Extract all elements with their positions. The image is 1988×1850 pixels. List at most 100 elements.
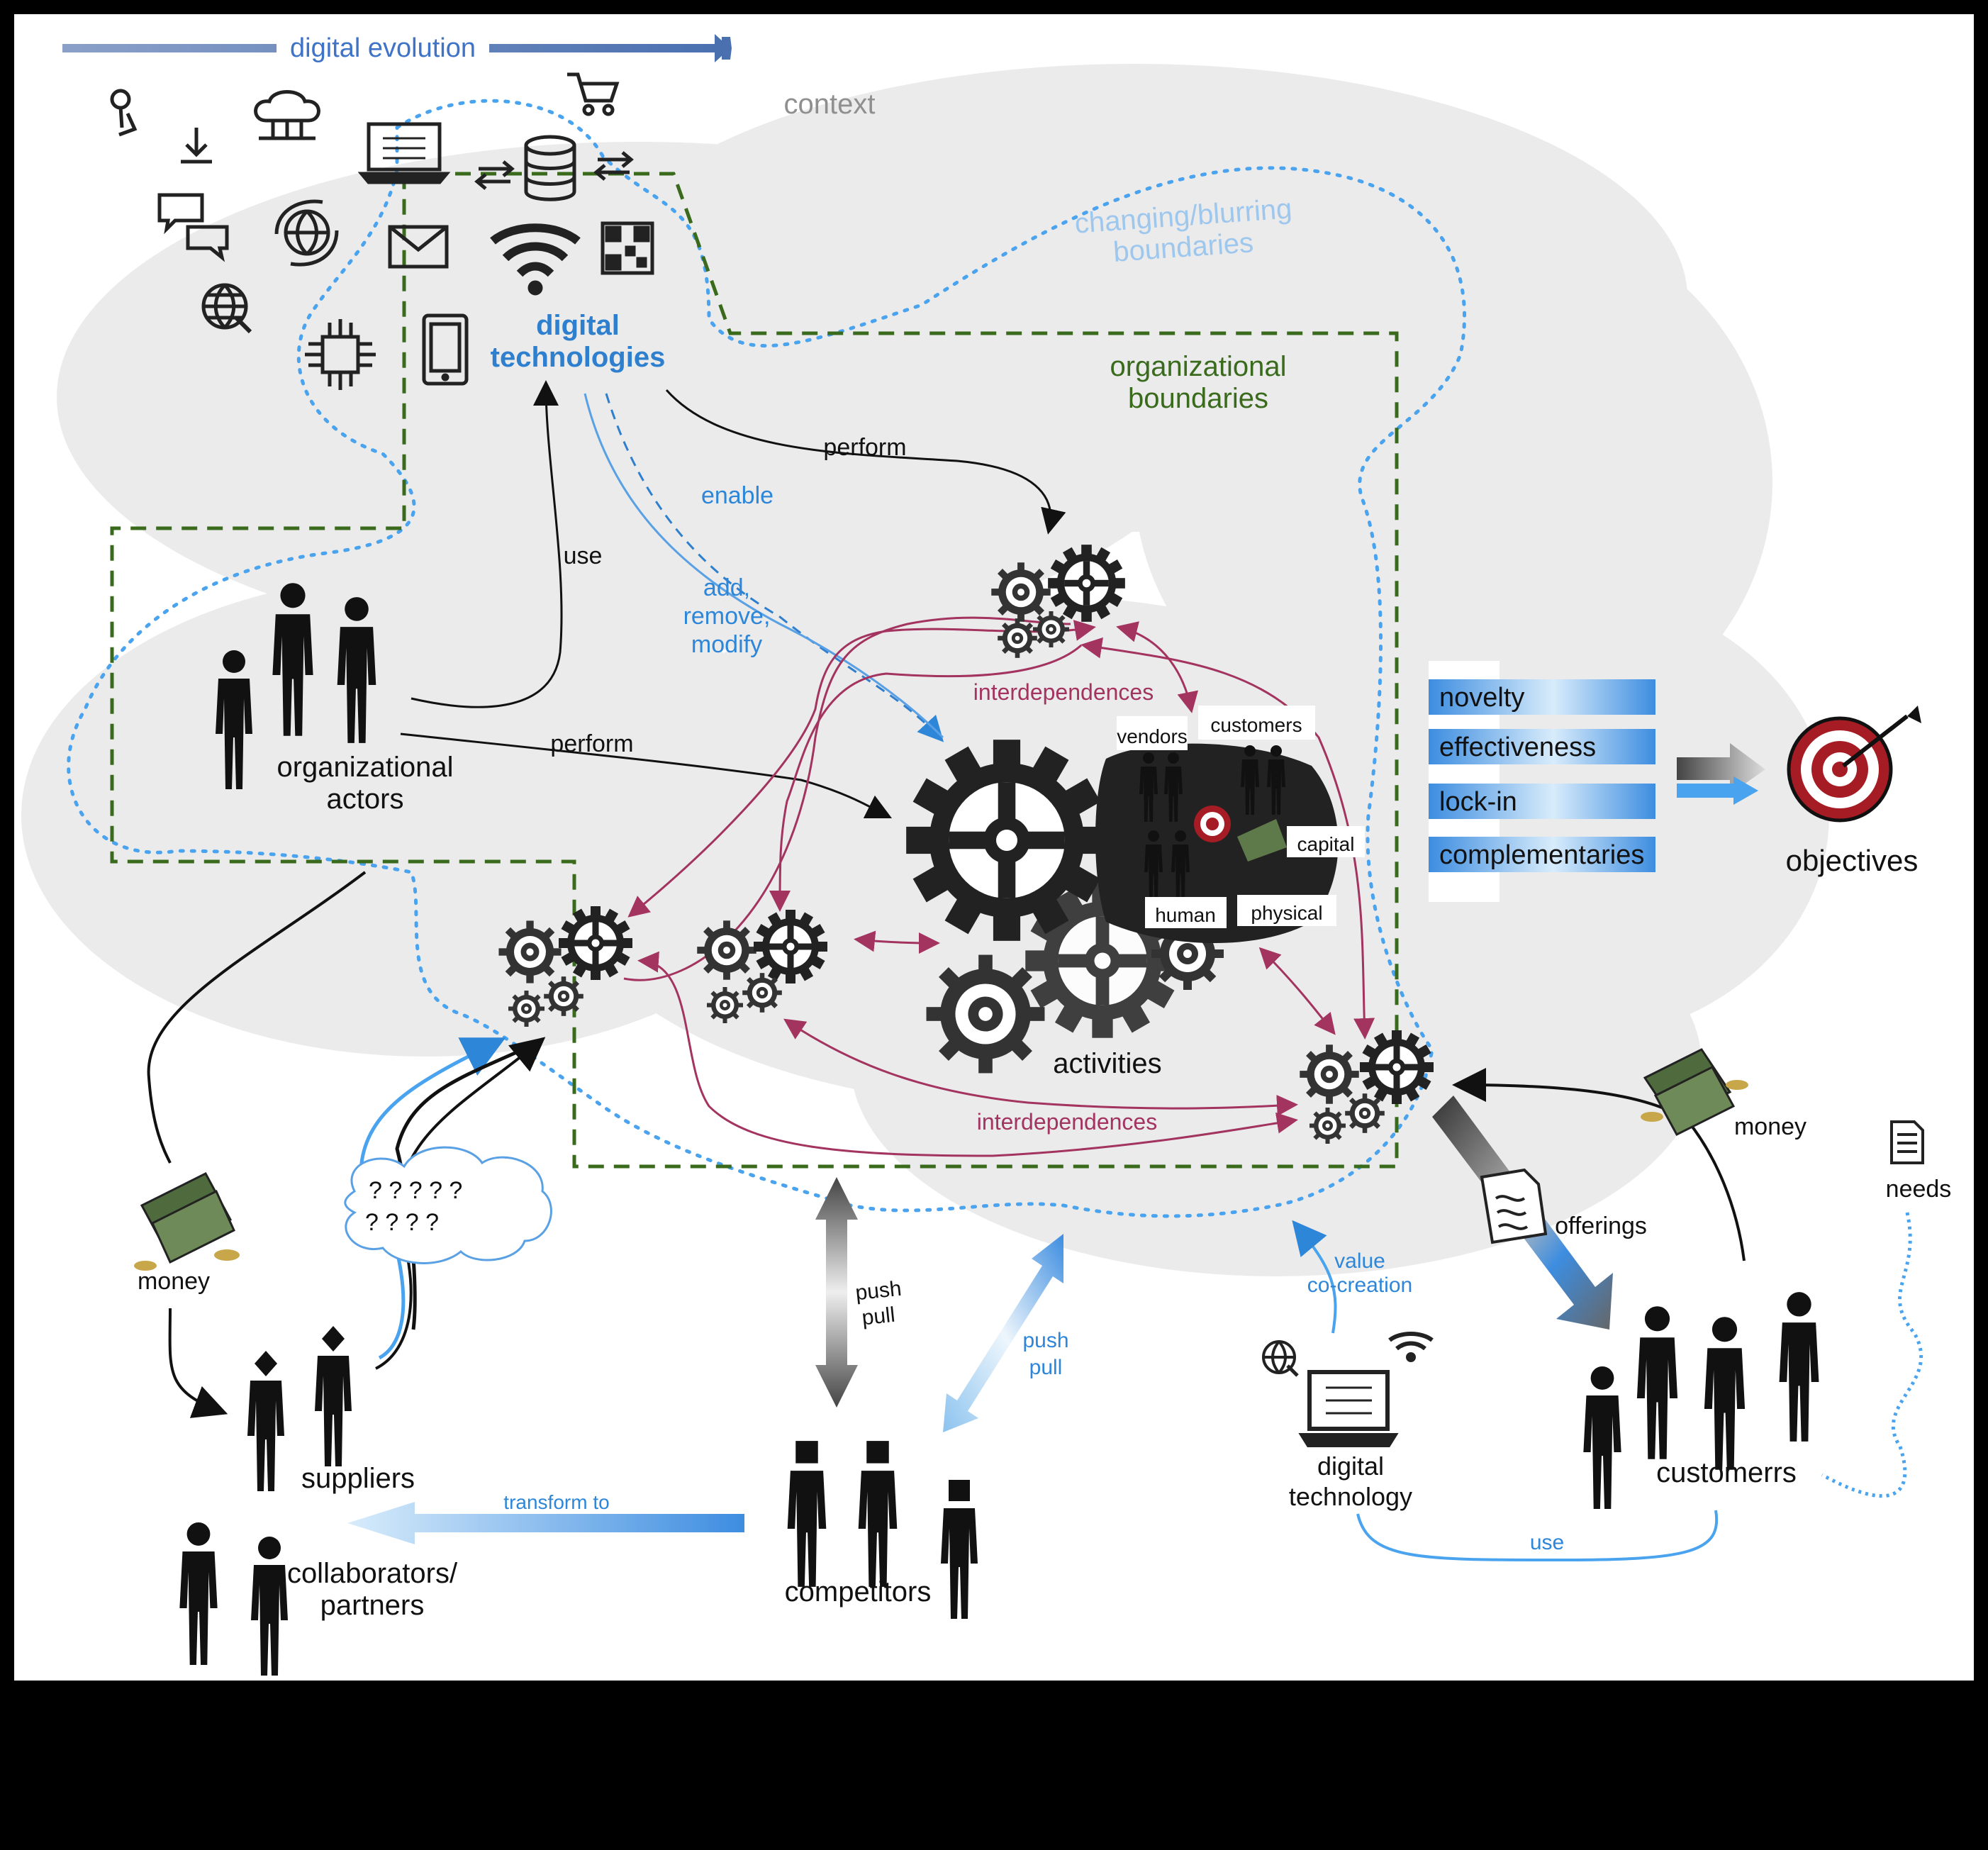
customers-small-label: customers	[1210, 714, 1302, 736]
touch-icon	[110, 89, 138, 137]
money-right-label: money	[1734, 1113, 1806, 1140]
small-target-icon	[1194, 806, 1231, 842]
push-label-2: push	[1022, 1329, 1068, 1352]
digital-technology-icons	[1262, 1332, 1434, 1447]
needs-icon	[1890, 1120, 1924, 1164]
download-icon	[181, 128, 212, 164]
organizational-boundaries-label-2: boundaries	[1128, 383, 1268, 414]
globe-cycle-icon	[274, 199, 339, 267]
customerrs-label: customerrs	[1656, 1457, 1797, 1488]
add-label: add,	[703, 574, 750, 601]
cocreation-label: co-creation	[1307, 1274, 1412, 1297]
tablet-icon	[422, 313, 469, 386]
interdependence-arrows	[623, 616, 1375, 1157]
modify-label: modify	[691, 631, 762, 658]
data-exchange-icon-2	[593, 151, 634, 181]
objective-boxes: novelty effectiveness lock-in complement…	[1429, 661, 1655, 902]
suppliers-label: suppliers	[301, 1463, 415, 1494]
svg-text:lock-in: lock-in	[1439, 787, 1517, 817]
digital-technology-label-1: digital	[1317, 1451, 1384, 1481]
enable-label: enable	[701, 482, 774, 509]
chip-icon	[305, 319, 376, 390]
digital-evolution-label: digital evolution	[290, 33, 476, 63]
objective-box-complementaries: complementaries	[1429, 837, 1655, 872]
collaborators-label-2: partners	[320, 1590, 425, 1621]
globe-icon-small	[1262, 1340, 1299, 1377]
digital-technology-label-2: technology	[1289, 1482, 1412, 1511]
offerings-label: offerings	[1555, 1213, 1647, 1239]
laptop-icon	[357, 122, 451, 184]
svg-text:effectiveness: effectiveness	[1439, 732, 1596, 762]
interdependences-top-label: interdependences	[973, 679, 1154, 705]
objective-box-lock-in: lock-in	[1429, 784, 1655, 819]
resources-panel: vendors customers capital human physical	[1117, 706, 1365, 928]
money-left-label: money	[138, 1268, 210, 1295]
transform-arrow	[347, 1502, 744, 1544]
wifi-icon	[490, 223, 581, 296]
context-label: context	[784, 89, 876, 120]
collaborators-label-1: collaborators/	[287, 1558, 458, 1589]
objective-box-novelty: novelty	[1429, 679, 1655, 715]
digital-technologies-icons	[110, 72, 654, 390]
capital-label: capital	[1297, 833, 1355, 855]
offerings-document-icon	[1480, 1168, 1548, 1244]
push-label-1: push	[854, 1277, 903, 1305]
pull-label-2: pull	[1029, 1356, 1063, 1379]
supplier-black-arrow-2	[395, 1040, 540, 1330]
use-bottom-arrow	[1356, 1510, 1719, 1562]
web-globe-icon	[201, 283, 252, 334]
target-icon	[1787, 706, 1921, 823]
svg-text:complementaries: complementaries	[1439, 840, 1644, 870]
physical-label: physical	[1251, 902, 1322, 924]
use-bottom-label: use	[1530, 1531, 1564, 1554]
organizational-actors-label-1: organizational	[277, 752, 453, 783]
value-cocreation-arrow	[1292, 1220, 1337, 1334]
competitor-push-pull-arrow	[815, 1177, 858, 1408]
money-left-arrow-top	[147, 871, 367, 1164]
vendors-label: vendors	[1117, 725, 1188, 747]
organizational-actors-label-2: actors	[327, 784, 404, 815]
organizational-boundaries-line	[110, 172, 1399, 1169]
digital-technologies-label-2: technologies	[491, 342, 666, 373]
digital-technologies-label-1: digital	[536, 310, 620, 341]
cart-icon	[567, 72, 620, 116]
mail-icon	[388, 225, 449, 269]
wifi-icon-small	[1388, 1332, 1434, 1362]
qr-code-icon	[601, 221, 654, 275]
data-exchange-icon	[474, 160, 515, 190]
human-label: human	[1155, 904, 1216, 926]
svg-text:? ? ? ? ?: ? ? ? ? ?	[369, 1177, 462, 1204]
activities-label: activities	[1053, 1048, 1161, 1079]
interdependences-bottom-label: interdependences	[977, 1109, 1157, 1135]
bottom-black-band	[0, 1681, 1988, 1850]
perform-mid-label: perform	[550, 730, 633, 757]
objectives-label: objectives	[1786, 844, 1919, 877]
competitors-label: competitors	[785, 1576, 932, 1607]
svg-text:novelty: novelty	[1439, 683, 1524, 713]
transform-to-label: transform to	[503, 1491, 609, 1513]
uncertainty-cloud: ? ? ? ? ? ? ? ? ?	[344, 1146, 552, 1264]
pull-label-1: pull	[861, 1303, 896, 1330]
remove-label: remove,	[683, 603, 771, 630]
laptop-icon-small	[1298, 1370, 1399, 1447]
money-right-icon	[1641, 1048, 1748, 1136]
perform-top-label: perform	[823, 434, 906, 461]
needs-label: needs	[1886, 1176, 1952, 1203]
money-left-arrow-bottom	[168, 1308, 228, 1418]
objectives-arrow	[1677, 743, 1765, 805]
objective-box-effectiveness: effectiveness	[1429, 729, 1655, 764]
chat-icon	[157, 193, 229, 262]
database-icon	[524, 135, 576, 201]
perform-arrow-top	[665, 389, 1066, 535]
value-label: value	[1334, 1249, 1385, 1273]
cloud-network-icon	[254, 90, 320, 140]
digital-push-pull-arrow	[943, 1234, 1063, 1432]
svg-text:? ? ? ?: ? ? ? ?	[365, 1209, 439, 1236]
money-left-icon	[134, 1172, 240, 1271]
use-arrow	[411, 380, 563, 708]
digital-evolution-arrow: digital evolution	[62, 28, 732, 65]
organizational-boundaries-label-1: organizational	[1110, 351, 1286, 382]
changing-boundaries-line	[67, 99, 1466, 1218]
use-left-label: use	[564, 542, 603, 569]
